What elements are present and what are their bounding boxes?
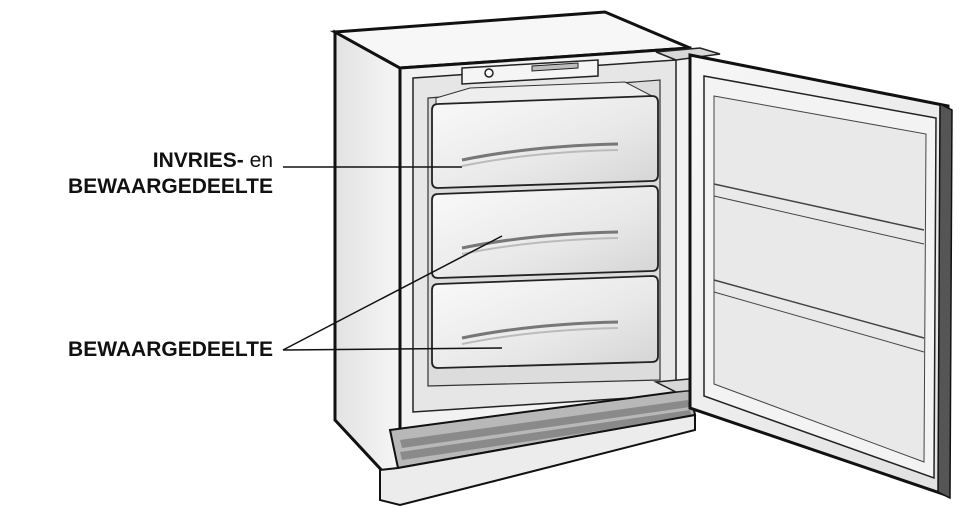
cabinet-side-panel (333, 29, 402, 494)
label-storage-compartment: BEWAARGEDEELTE (68, 337, 273, 363)
freezer-door (688, 53, 953, 500)
plinth (379, 388, 697, 507)
label-freeze-and: en (249, 149, 273, 172)
leader-line-storage-bottom (282, 347, 503, 351)
label-freeze-line2: BEWAARGEDEELTE (68, 175, 273, 198)
drawer-top (431, 95, 659, 189)
leader-line-storage-middle (282, 235, 503, 351)
drawer-middle (431, 185, 659, 279)
control-panel (461, 59, 599, 85)
drawer-bottom (431, 275, 659, 369)
label-freeze-storage-compartment: INVRIES- en BEWAARGEDEELTE (68, 148, 273, 200)
label-freeze-bold: INVRIES- (152, 149, 244, 172)
thermostat-knob (484, 68, 494, 78)
label-storage-text: BEWAARGEDEELTE (68, 338, 273, 361)
leader-lines (282, 166, 503, 351)
